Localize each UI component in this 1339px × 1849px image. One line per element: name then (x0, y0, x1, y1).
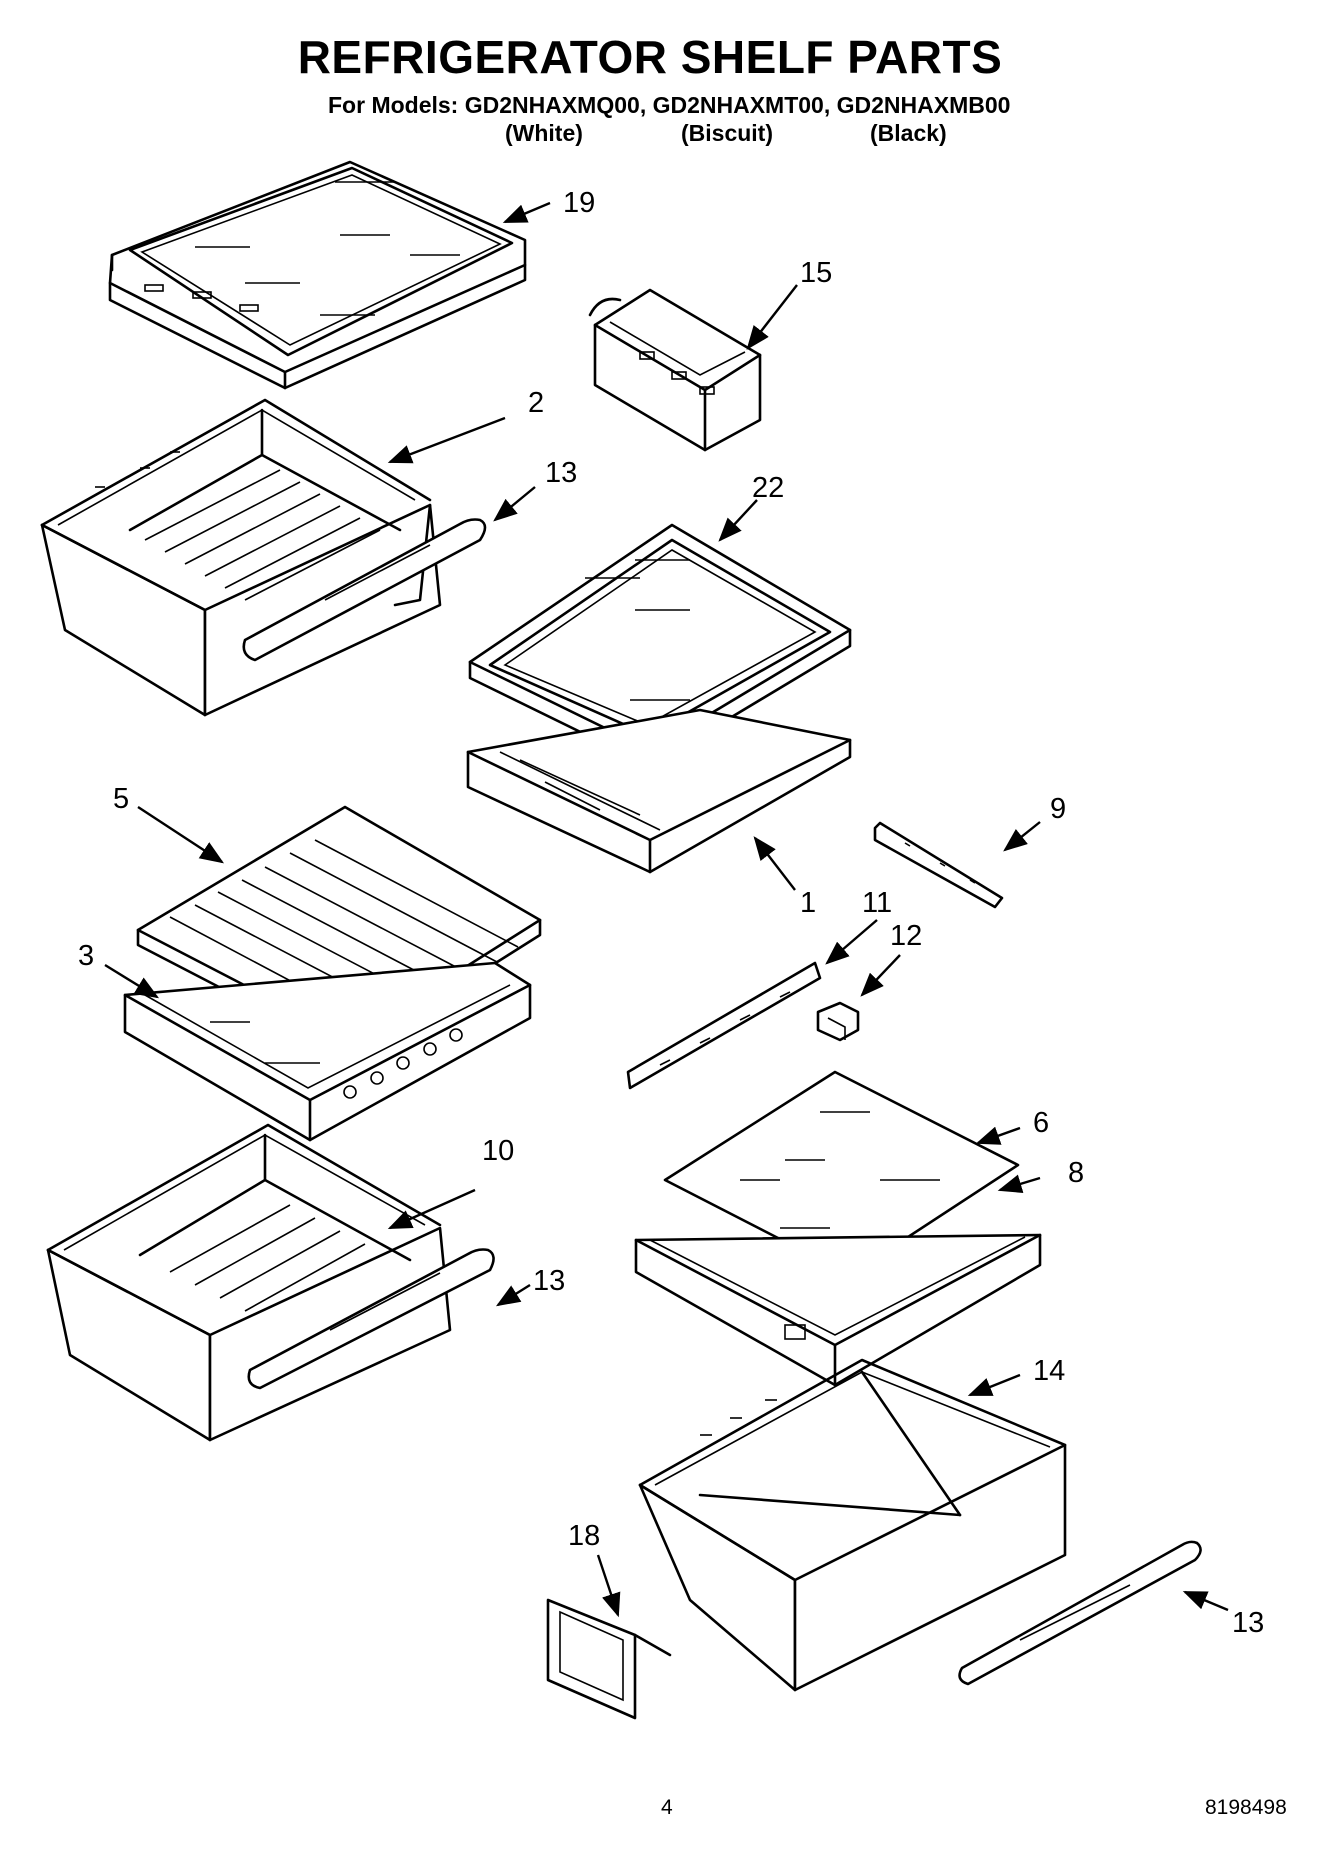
part-22-glass-shelf (468, 523, 852, 768)
part-1-shelf-frame (466, 708, 852, 874)
part-8-glass-frame (634, 1233, 1042, 1387)
callout-1: 1 (800, 887, 816, 919)
part-2-crisper-drawer (40, 398, 487, 717)
callout-8: 8 (1068, 1157, 1084, 1189)
variant-white: (White) (505, 120, 583, 146)
callout-11: 11 (862, 887, 892, 919)
callout-6: 6 (1033, 1107, 1049, 1139)
callout-3: 3 (78, 940, 94, 972)
callout-9: 9 (1050, 793, 1066, 825)
part-11-rail (626, 961, 822, 1090)
page-title: REFRIGERATOR SHELF PARTS (297, 31, 1003, 83)
callout-2: 2 (528, 387, 544, 419)
part-12-clip (816, 1001, 860, 1042)
callout-18: 18 (568, 1520, 600, 1552)
callout-19: 19 (563, 187, 595, 219)
callout-12: 12 (890, 920, 922, 952)
callout-5: 5 (113, 783, 129, 815)
part-14-deli-drawer (638, 1358, 1067, 1692)
callout-10: 10 (482, 1135, 514, 1167)
callout-22: 22 (752, 472, 784, 504)
callout-13-lower: 13 (1232, 1607, 1264, 1639)
part-10-crisper-drawer (46, 1123, 495, 1442)
part-15-door-bin (588, 288, 762, 452)
page-number: 4 (661, 1796, 673, 1819)
variant-biscuit: (Biscuit) (681, 120, 773, 146)
document-number: 8198498 (1205, 1796, 1287, 1819)
callout-arrows (104, 201, 1229, 1618)
part-19-glass-shelf (108, 160, 527, 390)
part-18-label (546, 1598, 672, 1720)
variant-black: (Black) (870, 120, 947, 146)
callout-14: 14 (1033, 1355, 1065, 1387)
callout-15: 15 (800, 257, 832, 289)
callout-13-middle: 13 (533, 1265, 565, 1297)
models-line: For Models: GD2NHAXMQ00, GD2NHAXMT00, GD… (328, 92, 1011, 118)
part-13-handle-standalone (958, 1540, 1202, 1686)
callout-labels: 19 15 2 13 22 5 9 1 11 3 12 10 6 8 13 14… (78, 187, 1264, 1639)
part-9-bracket (873, 821, 1004, 909)
part-3-crisper-cover-frame (123, 961, 532, 1142)
callout-13-upper: 13 (545, 457, 577, 489)
